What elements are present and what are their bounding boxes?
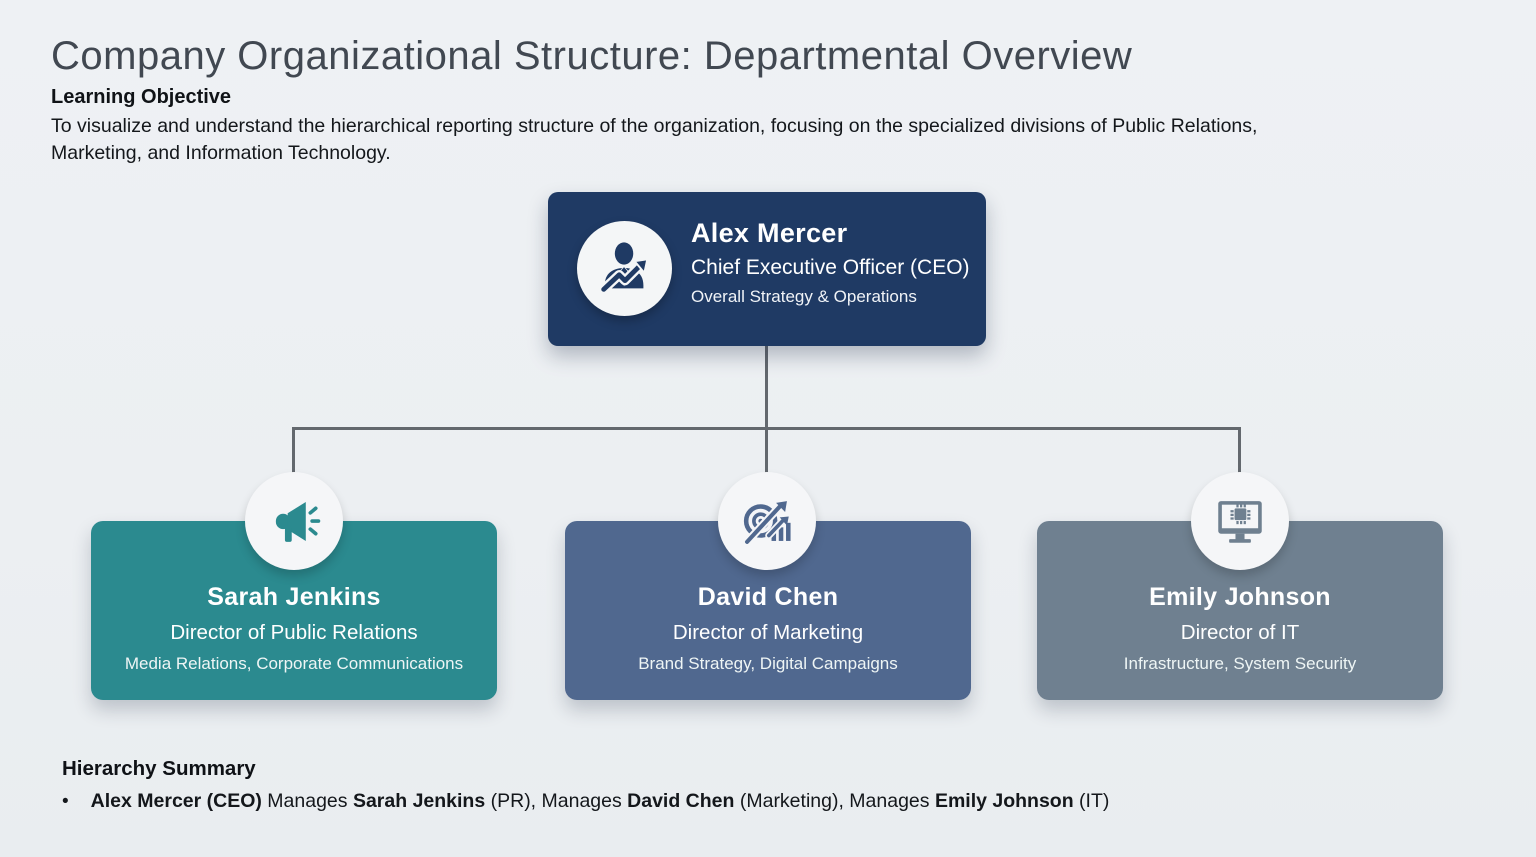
summary-segment: (PR), Manages: [485, 790, 628, 812]
summary-segment: Manages: [261, 790, 353, 812]
department-head-name: David Chen: [697, 583, 839, 611]
connector-marketing-vertical: [765, 427, 768, 474]
learning-objective-heading: Learning Objective: [51, 86, 232, 108]
department-description: Infrastructure, System Security: [1123, 654, 1357, 673]
businessperson-growth-icon: [577, 221, 672, 316]
hierarchy-summary-heading: Hierarchy Summary: [62, 757, 256, 780]
connector-it-vertical: [1238, 427, 1241, 474]
department-head-name: Emily Johnson: [1149, 583, 1331, 611]
department-card-marketing: David Chen Director of Marketing Brand S…: [565, 521, 971, 700]
ceo-name: Alex Mercer: [691, 218, 848, 248]
summary-segment: Emily Johnson: [934, 790, 1074, 812]
page-title: Company Organizational Structure: Depart…: [51, 34, 1133, 78]
connector-pr-vertical: [292, 427, 295, 474]
monitor-chip-icon: [1191, 472, 1289, 570]
summary-segment: David Chen: [627, 790, 735, 812]
summary-segment: (IT): [1073, 790, 1110, 812]
department-head-name: Sarah Jenkins: [207, 583, 381, 611]
summary-segment: Sarah Jenkins: [352, 790, 486, 812]
bullet-glyph: •: [62, 791, 69, 812]
department-head-role: Director of IT: [1180, 621, 1300, 644]
department-head-role: Director of Marketing: [672, 621, 864, 644]
summary-segment: Alex Mercer (CEO): [90, 790, 262, 812]
department-description: Brand Strategy, Digital Campaigns: [638, 654, 898, 673]
department-description: Media Relations, Corporate Communication…: [124, 654, 464, 673]
department-head-role: Director of Public Relations: [170, 621, 418, 644]
ceo-card: Alex Mercer Chief Executive Officer (CEO…: [548, 192, 986, 346]
target-chart-icon: [718, 472, 816, 570]
learning-objective-text: To visualize and understand the hierarch…: [51, 115, 1258, 164]
summary-text: Alex Mercer (CEO) Manages Sarah Jenkins …: [91, 790, 1110, 812]
connector-ceo-vertical: [765, 345, 768, 428]
hierarchy-summary-bullet: • Alex Mercer (CEO) Manages Sarah Jenkins…: [62, 790, 1462, 813]
summary-segment: (Marketing), Manages: [734, 790, 935, 812]
ceo-description: Overall Strategy & Operations: [691, 287, 917, 306]
ceo-role: Chief Executive Officer (CEO): [691, 256, 970, 279]
megaphone-icon: [245, 472, 343, 570]
department-card-public-relations: Sarah Jenkins Director of Public Relatio…: [91, 521, 497, 700]
